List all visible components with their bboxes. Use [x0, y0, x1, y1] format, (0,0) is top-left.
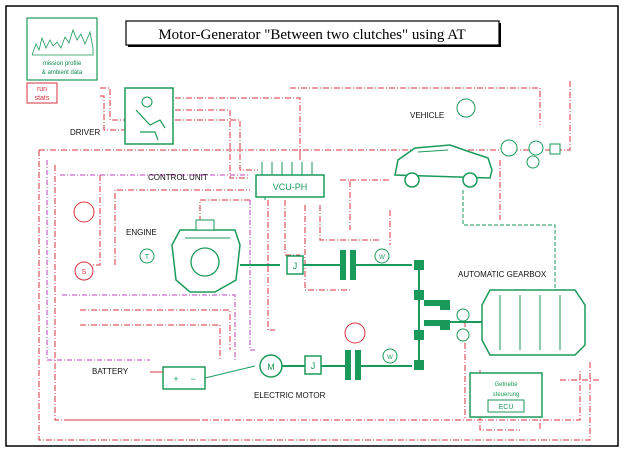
- ecu-line3: ECU: [499, 404, 514, 411]
- inertia-upper-label: J: [293, 261, 298, 271]
- signal-lines-red: [38, 80, 600, 441]
- driver-label: DRIVER: [70, 128, 100, 137]
- speed-sensor-upper: W: [379, 255, 385, 261]
- ecu-line2: steuerung: [493, 392, 520, 398]
- mission-profile-block[interactable]: mission profile & ambient data: [26, 17, 98, 81]
- gearbox-ecu-block[interactable]: Getriebe steuerung ECU: [469, 372, 543, 418]
- engine-block[interactable]: ENGINE T S: [73, 201, 280, 293]
- mission-label: mission profile: [43, 61, 82, 67]
- speed-sensor-lower: W: [387, 355, 393, 361]
- battery-plus: +: [173, 374, 178, 384]
- title-box: Motor-Generator "Between two clutches" u…: [125, 20, 501, 47]
- ambient-label: & ambient data: [42, 70, 83, 76]
- vehicle-label: VEHICLE: [410, 111, 444, 120]
- motor-m-label: M: [267, 362, 275, 372]
- driver-block[interactable]: DRIVER: [70, 87, 174, 145]
- vehicle-block[interactable]: VEHICLE: [394, 98, 561, 188]
- control-unit-block[interactable]: CONTROL UNIT VCU-PH: [148, 162, 325, 198]
- page-title: Motor-Generator "Between two clutches" u…: [158, 27, 465, 43]
- signal-lines-magenta: [46, 160, 255, 361]
- battery-minus: −: [190, 374, 195, 384]
- stats-label: stats: [35, 95, 50, 102]
- electric-motor-block[interactable]: M J W ELECTRIC MOTOR: [254, 322, 412, 400]
- run-stats-block[interactable]: run stats: [26, 82, 58, 104]
- battery-label: BATTERY: [92, 367, 129, 376]
- run-label: run: [37, 86, 47, 93]
- gear-stack: [414, 260, 450, 370]
- gearbox-block[interactable]: AUTOMATIC GEARBOX: [450, 270, 586, 356]
- battery-block[interactable]: + − BATTERY: [92, 365, 256, 390]
- electric-motor-label: ELECTRIC MOTOR: [254, 391, 326, 400]
- upper-shaft: J W: [286, 248, 412, 280]
- engine-sensor-s: S: [82, 269, 87, 276]
- vcu-label: VCU-PH: [273, 182, 308, 192]
- engine-label: ENGINE: [126, 228, 157, 237]
- control-unit-label: CONTROL UNIT: [148, 173, 208, 182]
- ecu-line1: Getriebe: [494, 382, 518, 388]
- engine-sensor-t: T: [145, 254, 150, 261]
- inertia-lower-label: J: [311, 361, 316, 371]
- gearbox-label: AUTOMATIC GEARBOX: [458, 270, 547, 279]
